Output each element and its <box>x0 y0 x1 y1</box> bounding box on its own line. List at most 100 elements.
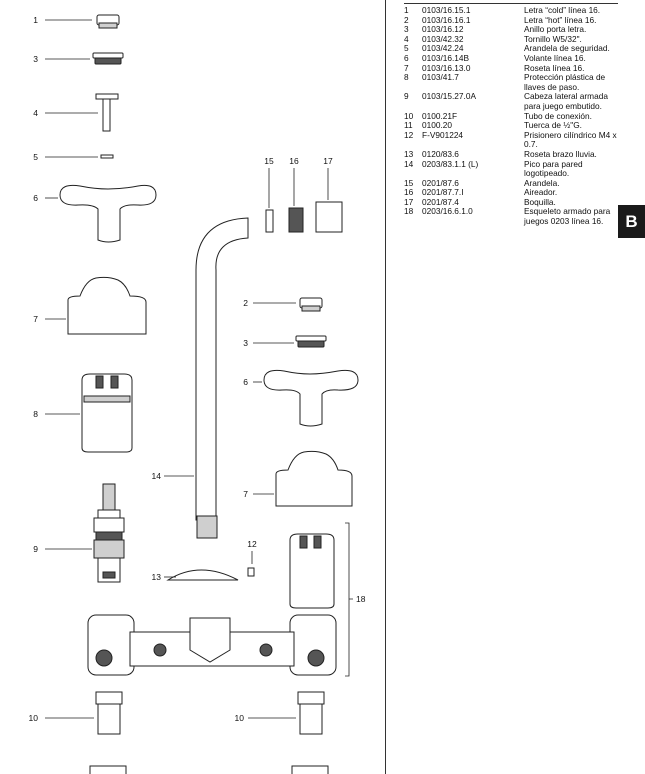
part-description: Aireador. <box>524 187 558 198</box>
part-description: Pico para pared logotipeado. <box>524 158 583 179</box>
part-description: Arandela. <box>524 177 560 188</box>
part-3-ring <box>92 52 124 65</box>
parts-list-row: 8 0103/41.7 Protección plástica de llaves … <box>404 72 622 92</box>
part-code: 0203/16.6.1.0 <box>422 206 473 217</box>
part-description: Letra “cold” línea 16. <box>524 5 601 15</box>
part-12-pin <box>247 567 255 577</box>
part-code: 0201/87.6 <box>422 177 459 188</box>
part-number: 18 <box>404 206 414 217</box>
part-7-rosette-right <box>275 450 353 507</box>
callout-8: 8 <box>33 409 38 419</box>
part-description: Prisionero cilíndrico M4 x 0.7. <box>524 129 617 150</box>
part-number: 17 <box>404 196 414 207</box>
part-description: Arandela de seguridad. <box>524 43 610 54</box>
parts-list-rule <box>404 3 618 4</box>
part-number: 9 <box>404 91 409 102</box>
parts-list-row: 16 0201/87.7.I Aireador. <box>404 188 622 198</box>
callout-labels: 1 3 4 5 6 7 8 9 10 2 3 6 7 12 13 14 15 1… <box>29 15 366 723</box>
part-code: 0201/87.7.I <box>422 187 464 198</box>
part-description: Tuerca de ½"G. <box>524 120 582 131</box>
part-8-protection <box>81 373 133 453</box>
part-number: 7 <box>404 62 409 73</box>
part-description: Tubo de conexión. <box>524 110 592 121</box>
part-number: 15 <box>404 177 414 188</box>
callout-3-right: 3 <box>243 338 248 348</box>
part-code: 0100.21F <box>422 110 458 121</box>
part-description: Roseta línea 16. <box>524 62 585 73</box>
part-description: Protección plástica de llaves de paso. <box>524 72 606 92</box>
bracket-18 <box>345 522 353 677</box>
callout-7: 7 <box>33 314 38 324</box>
part-7-rosette <box>67 276 147 335</box>
callout-12: 12 <box>247 539 257 549</box>
callout-14: 14 <box>152 471 162 481</box>
callout-16: 16 <box>289 156 299 166</box>
parts-list-row: 10 0100.21F Tubo de conexión. <box>404 110 622 122</box>
part-2-letter-cap <box>299 297 323 312</box>
section-tab: B <box>618 205 645 238</box>
part-number: 16 <box>404 187 414 198</box>
spout-end <box>196 515 218 539</box>
part-code: 0103/42.32 <box>422 33 464 44</box>
part-code: 0103/16.13.0 <box>422 62 471 73</box>
callout-15: 15 <box>264 156 274 166</box>
part-14-spout <box>195 217 249 521</box>
part-number: 3 <box>404 24 409 35</box>
part-code: 0103/16.14B <box>422 52 470 63</box>
part-number: 5 <box>404 43 409 54</box>
callout-18: 18 <box>356 594 366 604</box>
part-code: 0103/41.7 <box>422 72 459 83</box>
part-number: 11 <box>404 120 413 131</box>
callout-2: 2 <box>243 298 248 308</box>
callout-6-right: 6 <box>243 377 248 387</box>
part-code: 0103/16.15.1 <box>422 5 471 15</box>
parts-list-row: 1 0103/16.15.1 Letra “cold” línea 16. <box>404 5 622 16</box>
parts-list-row: 15 0201/87.6 Arandela. <box>404 177 622 189</box>
callout-10: 10 <box>29 713 39 723</box>
column-divider <box>385 0 386 774</box>
part-description: Cabeza lateral armada para juego embutid… <box>524 91 608 111</box>
callout-9: 9 <box>33 544 38 554</box>
callout-3: 3 <box>33 54 38 64</box>
part-4-screw <box>95 93 119 132</box>
part-number: 1 <box>404 5 409 15</box>
part-code: 0103/16.12 <box>422 24 464 35</box>
callout-4: 4 <box>33 108 38 118</box>
part-6-handle <box>59 184 157 243</box>
part-1-letter-cap <box>96 14 120 29</box>
part-16-aerator <box>288 207 304 233</box>
exploded-parts-diagram: 1 3 4 5 6 7 8 9 10 2 3 6 7 12 13 14 15 1… <box>29 14 366 774</box>
parts-list-row: 4 0103/42.32 Tornillo W5/32". <box>404 33 622 45</box>
part-number: 6 <box>404 52 409 63</box>
part-description: Tornillo W5/32". <box>524 33 582 44</box>
part-code: 0103/16.16.1 <box>422 14 471 25</box>
part-number: 8 <box>404 72 409 83</box>
part-6-handle-right <box>263 369 359 427</box>
callout-17: 17 <box>323 156 333 166</box>
part-8-protection-right <box>289 533 335 609</box>
part-3-ring-right <box>295 335 327 348</box>
part-number: 14 <box>404 158 414 169</box>
part-9-cartridge <box>93 483 125 583</box>
callout-6: 6 <box>33 193 38 203</box>
callout-7-right: 7 <box>243 489 248 499</box>
part-code: F-V901224 <box>422 129 464 140</box>
part-number: 4 <box>404 33 409 44</box>
part-description: Roseta brazo lluvia. <box>524 148 597 159</box>
part-number: 10 <box>404 110 414 121</box>
part-code: 0203/83.1.1 (L) <box>422 158 479 169</box>
part-10-connector-right <box>291 691 329 774</box>
parts-list-row: 14 0203/83.1.1 (L) Pico para pared logotip… <box>404 158 622 179</box>
callout-5: 5 <box>33 152 38 162</box>
